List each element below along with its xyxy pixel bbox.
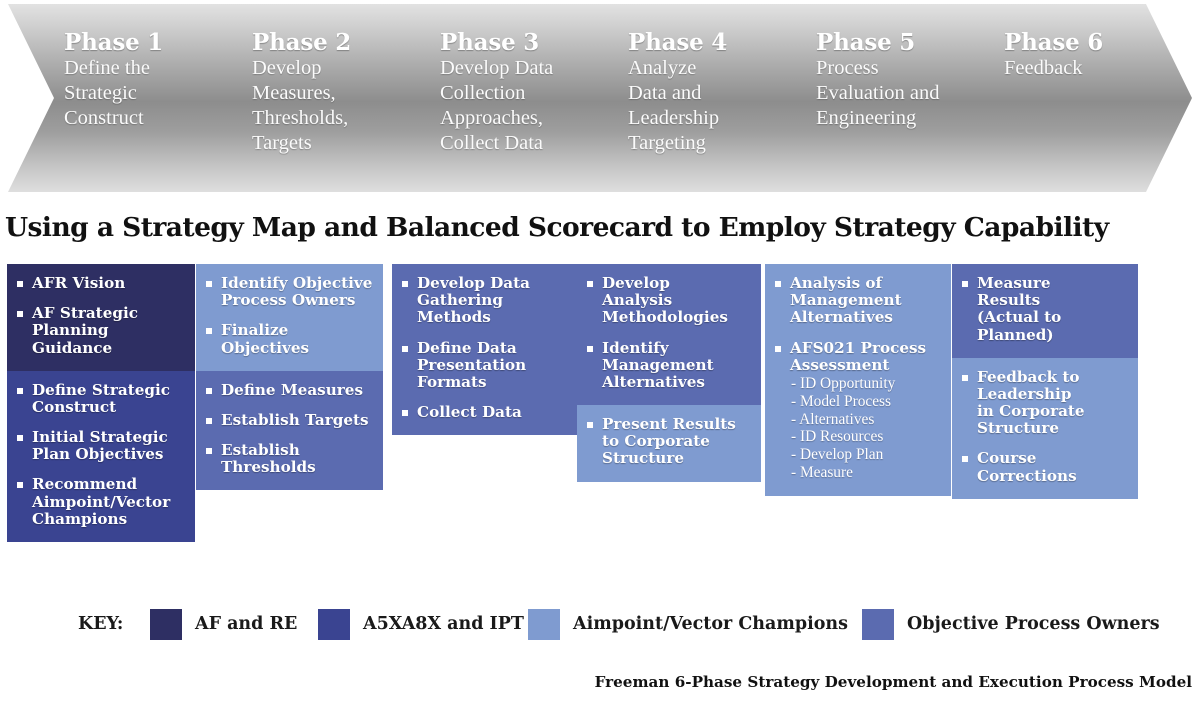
list-item: AFS021 Process Assessment- ID Opportunit… [774,339,942,483]
legend-item-label: A5XA8X and IPT [363,614,524,634]
list-item: Analysis of Management Alternatives [774,274,942,327]
list-item: AF Strategic Planning Guidance [16,305,186,357]
list-item: Define Data Presentation Formats [401,339,568,392]
bullet-list: Feedback to Leadership in Corporate Stru… [961,368,1129,485]
column-segment-objective_process_owners: Measure Results (Actual to Planned) [952,264,1138,358]
legend-key-label: KEY: [78,614,124,634]
list-item: Define Measures [205,381,374,399]
list-item: AFR Vision [16,274,186,292]
list-item: Feedback to Leadership in Corporate Stru… [961,368,1129,438]
legend-item-label: Objective Process Owners [907,614,1160,634]
sub-list-item: - Measure [791,464,853,482]
column-segment-aimpoint_vector_champions: Present Results to Corporate Structure [577,405,761,482]
legend-swatch-objective_process_owners [862,609,894,640]
sub-list-item: - Develop Plan [791,446,884,464]
list-item: Recommend Aimpoint/Vector Champions [16,476,186,528]
list-item: Identify Objective Process Owners [205,274,374,309]
phase-column-1: AFR Vision AF Strategic Planning Guidance… [7,264,195,542]
list-item: Present Results to Corporate Structure [586,416,752,468]
phase-number-label: Phase 5 [816,29,916,56]
phase-description-label: Process Evaluation and Engineering [816,56,940,129]
sub-list: - ID Opportunity- Model Process- Alterna… [790,375,942,482]
phase-description-label: Develop Measures, Thresholds, Targets [252,56,349,154]
sub-list-item: - Alternatives [791,410,875,428]
phase-number-label: Phase 4 [628,29,728,56]
legend-swatch-a5xa8x_and_ipt [318,609,350,640]
phase-number-label: Phase 2 [252,29,352,56]
phase-detail-columns: AFR Vision AF Strategic Planning Guidance… [0,264,1200,564]
list-item: Measure Results (Actual to Planned) [961,274,1129,344]
list-item: Course Corrections [961,450,1129,484]
list-item: Develop Analysis Methodologies [586,274,752,327]
legend-item-label: AF and RE [195,614,298,634]
phase-description-label: Feedback [1004,56,1083,79]
footer-caption: Freeman 6-Phase Strategy Development and… [594,673,1192,691]
phase-number-label: Phase 1 [64,29,164,56]
column-segment-af_and_re: AFR Vision AF Strategic Planning Guidance [7,264,195,371]
list-item: Identify Management Alternatives [586,339,752,392]
sub-list-item: - Model Process [791,392,892,410]
bullet-list: Measure Results (Actual to Planned) [961,274,1129,344]
column-segment-aimpoint_vector_champions: Feedback to Leadership in Corporate Stru… [952,357,1138,499]
phase-description-label: Analyze Data and Leadership Targeting [628,56,720,154]
sub-list-item: - ID Resources [791,428,884,446]
bullet-list: AFR Vision AF Strategic Planning Guidance [16,274,186,357]
list-item: Collect Data [401,403,568,421]
phase-number-label: Phase 6 [1004,29,1104,56]
legend: KEY: AF and RE A5XA8X and IPT Aimpoint/Vec… [0,605,1200,647]
legend-item-label: Aimpoint/Vector Champions [573,614,848,634]
bullet-list: Present Results to Corporate Structure [586,416,752,468]
list-item: Finalize Objectives [205,322,374,356]
legend-swatch-aimpoint_vector_champions [528,609,560,640]
phase-description-label: Define the Strategic Construct [64,56,150,129]
list-item: Establish Targets [205,411,374,429]
sub-list-item: - ID Opportunity [791,374,896,392]
phase-description-label: Develop Data Collection Approaches, Coll… [440,56,554,154]
list-item: Initial Strategic Plan Objectives [16,428,186,463]
list-item: Develop Data Gathering Methods [401,274,568,327]
phase-column-6: Measure Results (Actual to Planned) Feedb… [952,264,1138,499]
page-title: Using a Strategy Map and Balanced Scorec… [5,212,1109,243]
list-item: Define Strategic Construct [16,381,186,416]
legend-swatch-af_and_re [150,609,182,640]
list-item: Establish Thresholds [205,441,374,476]
phase-number-label: Phase 3 [440,29,540,56]
